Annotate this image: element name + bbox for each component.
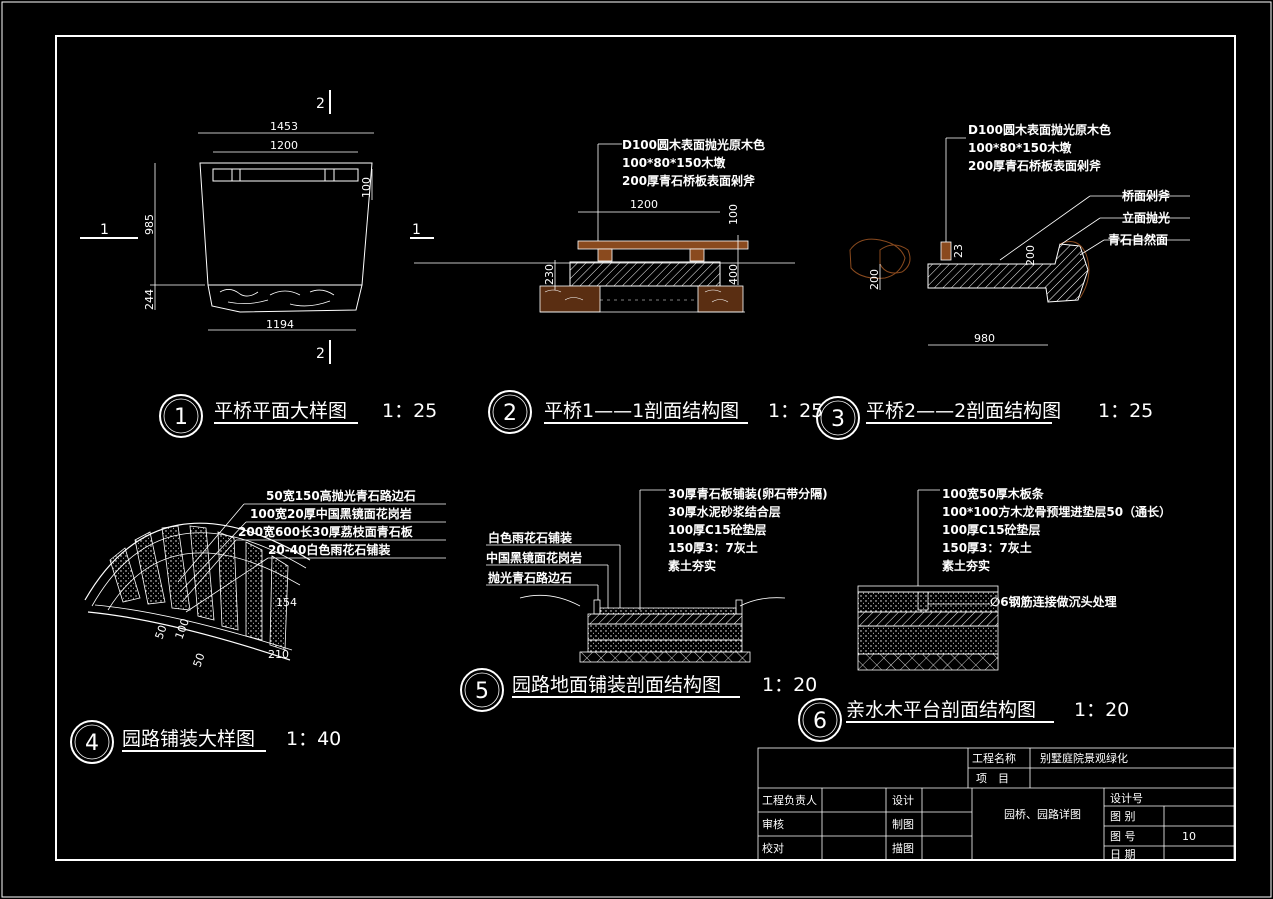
detail-2-note-0: D100圆木表面抛光原木色: [622, 137, 765, 152]
detail-5-left-note-1: 中国黑镜面花岗岩: [486, 550, 582, 565]
detail-6-note-3: 150厚3：7灰土: [942, 540, 1032, 555]
detail-2-number-circle: [488, 390, 532, 434]
detail-5-note-1: 30厚水泥砂浆结合层: [668, 504, 781, 519]
detail-1-number: 1: [174, 405, 188, 430]
detail-4-title: 园路铺装大样图: [122, 728, 255, 750]
detail-2-section: D100圆木表面抛光原木色 100*80*150木墩 200厚青石桥板表面剁斧 …: [414, 137, 823, 434]
detail-5-note-0: 30厚青石板铺装(卵石带分隔): [668, 486, 828, 501]
detail-6-note-2: 100厚C15砼垫层: [942, 522, 1041, 537]
tb-drawing-no-label: 图 号: [1110, 830, 1136, 843]
detail-2-title: 平桥1——1剖面结构图: [544, 400, 739, 422]
detail-5-scale: 1：20: [762, 674, 817, 696]
section-mark-2-top: 2: [316, 96, 325, 112]
detail-1-title: 平桥平面大样图: [214, 400, 347, 422]
tb-drawing-no: 10: [1182, 830, 1196, 843]
tb-item-label: 项 目: [976, 772, 1009, 785]
detail-3-title: 平桥2——2剖面结构图: [866, 400, 1061, 422]
detail-4-dim-50-a: 50: [153, 623, 170, 641]
detail-4-dim-154: 154: [276, 596, 297, 609]
detail-5-number-circle: [460, 668, 504, 712]
inner-border: [55, 35, 1236, 861]
detail-4-note-1: 100宽20厚中国黑镜面花岗岩: [250, 506, 412, 521]
detail-3-side-note-0: 桥面剁斧: [1122, 188, 1171, 203]
section-mark-2-bottom: 2: [316, 346, 325, 362]
tb-design-no-label: 设计号: [1110, 792, 1143, 805]
detail-3-dim-200-a: 200: [1024, 245, 1037, 266]
detail-3-scale: 1：25: [1098, 400, 1153, 422]
detail-1-scale: 1：25: [382, 400, 437, 422]
detail-3-note-0: D100圆木表面抛光原木色: [968, 122, 1111, 137]
detail-1-number-circle: [159, 394, 203, 438]
detail-3-number: 3: [831, 407, 845, 432]
dim-100: 100: [360, 177, 373, 198]
title-block: [757, 747, 1235, 861]
dim-985: 985: [143, 214, 156, 235]
detail-4-note-3: 20-40白色雨花石铺装: [268, 542, 390, 557]
detail-3-number-circle: [816, 396, 860, 440]
detail-4-number-circle: [70, 720, 114, 764]
detail-5-left-note-2: 抛光青石路边石: [488, 570, 572, 585]
detail-4-number: 4: [85, 731, 99, 756]
detail-5-note-2: 100厚C15砼垫层: [668, 522, 767, 537]
tb-draw-label: 制图: [892, 818, 914, 831]
detail-3-side-note-1: 立面抛光: [1122, 210, 1170, 225]
tb-check-label: 校对: [762, 841, 784, 855]
tb-drawing-name: 园桥、园路详图: [1004, 807, 1081, 821]
detail-4-dim-100: 100: [173, 617, 192, 641]
detail-2-dim-400: 400: [727, 264, 740, 285]
detail-2-note-1: 100*80*150木墩: [622, 155, 726, 170]
detail-3-note-2: 200厚青石桥板表面剁斧: [968, 158, 1102, 173]
detail-4-dim-210: 210: [268, 648, 289, 661]
detail-6-note-4: 素土夯实: [942, 558, 990, 573]
tb-manager-label: 工程负责人: [762, 793, 817, 807]
tb-trace-label: 描图: [892, 841, 914, 855]
detail-3-note-1: 100*80*150木墩: [968, 140, 1072, 155]
detail-6-number-circle: [798, 698, 842, 742]
tb-date-label: 日 期: [1110, 848, 1136, 861]
detail-6-section: 100宽50厚木板条 100*100方木龙骨预埋进垫层50（通长） 100厚C1…: [798, 486, 1171, 742]
detail-4-dim-50-b: 50: [191, 651, 208, 669]
detail-6-scale: 1：20: [1074, 699, 1129, 721]
detail-3-dim-23: 23: [952, 244, 965, 258]
detail-2-number: 2: [503, 401, 517, 426]
detail-3-dim-200-b: 200: [868, 269, 881, 290]
detail-3-section: D100圆木表面抛光原木色 100*80*150木墩 200厚青石桥板表面剁斧 …: [816, 122, 1190, 440]
detail-5-section: 30厚青石板铺装(卵石带分隔) 30厚水泥砂浆结合层 100厚C15砼垫层 15…: [460, 486, 828, 712]
detail-6-note-0: 100宽50厚木板条: [942, 486, 1045, 501]
detail-2-note-2: 200厚青石桥板表面剁斧: [622, 173, 756, 188]
detail-4-scale: 1：40: [286, 728, 341, 750]
detail-3-dim-980: 980: [974, 332, 995, 345]
tb-project-name-label: 工程名称: [972, 751, 1016, 765]
dim-1453: 1453: [270, 120, 298, 133]
tb-design-label: 设计: [892, 794, 914, 807]
dim-1200: 1200: [270, 139, 298, 152]
detail-4-note-0: 50宽150高抛光青石路边石: [266, 488, 416, 503]
detail-4-note-2: 200宽600长30厚荔枝面青石板: [238, 524, 414, 539]
detail-1-plan: 1453 1200 985 244 1194 100 1 1 2 2 1 平桥平…: [80, 90, 437, 438]
detail-5-title: 园路地面铺装剖面结构图: [512, 674, 721, 696]
detail-5-note-3: 150厚3：7灰土: [668, 540, 758, 555]
detail-5-number: 5: [475, 679, 489, 704]
detail-3-side-note-2: 青石自然面: [1108, 232, 1168, 247]
tb-project-name: 别墅庭院景观绿化: [1040, 751, 1128, 765]
detail-6-side-note: ∅6钢筋连接做沉头处理: [990, 594, 1117, 609]
detail-5-left-note-0: 白色雨花石铺装: [488, 530, 572, 545]
dim-1194: 1194: [266, 318, 294, 331]
tb-review-label: 审核: [762, 817, 784, 831]
detail-6-number: 6: [813, 709, 827, 734]
section-mark-1-right: 1: [412, 222, 421, 238]
tb-category-label: 图 别: [1110, 810, 1136, 823]
detail-5-note-4: 素土夯实: [668, 558, 716, 573]
detail-2-dim-1200: 1200: [630, 198, 658, 211]
dim-244: 244: [143, 289, 156, 310]
detail-2-scale: 1：25: [768, 400, 823, 422]
detail-4-plan: 50宽150高抛光青石路边石 100宽20厚中国黑镜面花岗岩 200宽600长3…: [70, 488, 446, 764]
section-mark-1-left: 1: [100, 222, 109, 238]
detail-2-dim-100: 100: [727, 204, 740, 225]
detail-6-title: 亲水木平台剖面结构图: [846, 699, 1036, 721]
detail-6-note-1: 100*100方木龙骨预埋进垫层50（通长）: [942, 504, 1171, 519]
detail-2-dim-230: 230: [543, 264, 556, 285]
